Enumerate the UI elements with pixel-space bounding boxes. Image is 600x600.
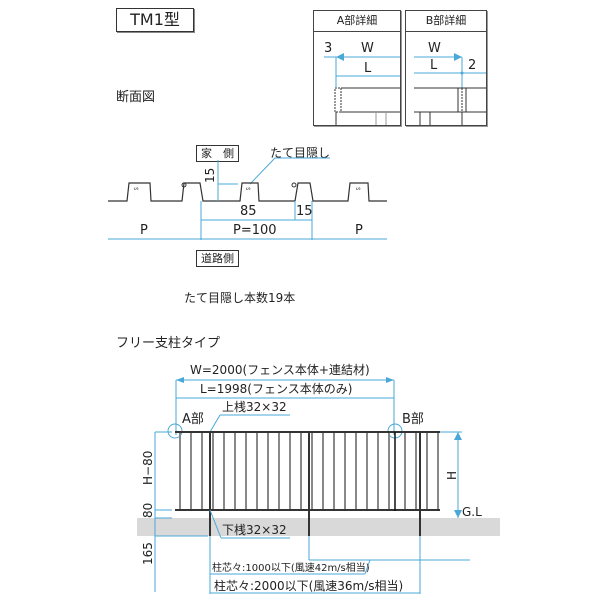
h-label: H [445, 471, 459, 480]
pitch-center: P=100 [233, 223, 277, 238]
part-b-label: B部 [402, 412, 424, 427]
elevation-heading: フリー支柱タイプ [116, 336, 221, 351]
top-rail-label: 上桟32×32 [222, 400, 287, 414]
ground-level-label: G.L [462, 505, 482, 519]
cross-section-drawing: ᔕ ᔕ ᔕ 15 85 15 P P=100 P [108, 157, 387, 240]
detail-b-drawing: W L 2 [414, 41, 486, 125]
detail-a-header: A部詳細 [314, 11, 400, 32]
part-a-label: A部 [182, 412, 204, 427]
slat-label: たて目隠し [270, 146, 331, 160]
w-dimension: W=2000(フェンス本体+連結材) [190, 363, 370, 377]
detail-a-dim-l: L [364, 61, 372, 76]
detail-b-dim-2: 2 [468, 58, 476, 73]
road-side-label: 道路側 [196, 250, 239, 267]
slat-count: たて目隠し本数19本 [184, 291, 296, 305]
section-heading: 断面図 [116, 90, 156, 105]
post-spacing-2000: 柱芯々:2000以下(風速36m/s相当) [214, 578, 403, 593]
l-dimension: L=1998(フェンス本体のみ) [200, 382, 352, 396]
svg-text:ᔕ: ᔕ [134, 186, 139, 192]
detail-b-dim-w: W [428, 41, 441, 56]
svg-text:ᔕ: ᔕ [356, 186, 361, 192]
pitch-right: P [355, 223, 363, 238]
dim-80-label: 80 [141, 503, 155, 518]
detail-b-header: B部詳細 [406, 11, 486, 32]
dim-15-vertical: 15 [203, 168, 217, 183]
dim-165-label: 165 [141, 542, 155, 565]
detail-b-panel: B部詳細 W L 2 [405, 10, 487, 126]
fence-elevation-drawing: W=2000(フェンス本体+連結材) L=1998(フェンス本体のみ) 上桟32… [137, 363, 500, 594]
detail-a-dim-3: 3 [324, 41, 332, 56]
dim-15: 15 [296, 204, 313, 219]
post-spacing-1000: 柱芯々:1000以下(風速42m/s相当) [212, 561, 370, 574]
dim-85: 85 [240, 204, 257, 219]
detail-b-dim-l: L [430, 58, 438, 73]
svg-text:ᔕ: ᔕ [246, 186, 251, 192]
model-title: TM1型 [116, 8, 194, 32]
pitch-left: P [140, 223, 148, 238]
h-minus-80-label: H−80 [141, 451, 155, 485]
detail-a-dim-w: W [361, 41, 374, 56]
detail-a-panel: A部詳細 3 W L [313, 10, 401, 126]
detail-a-drawing: 3 W L [324, 41, 400, 125]
bottom-rail-label: 下桟32×32 [222, 523, 287, 537]
